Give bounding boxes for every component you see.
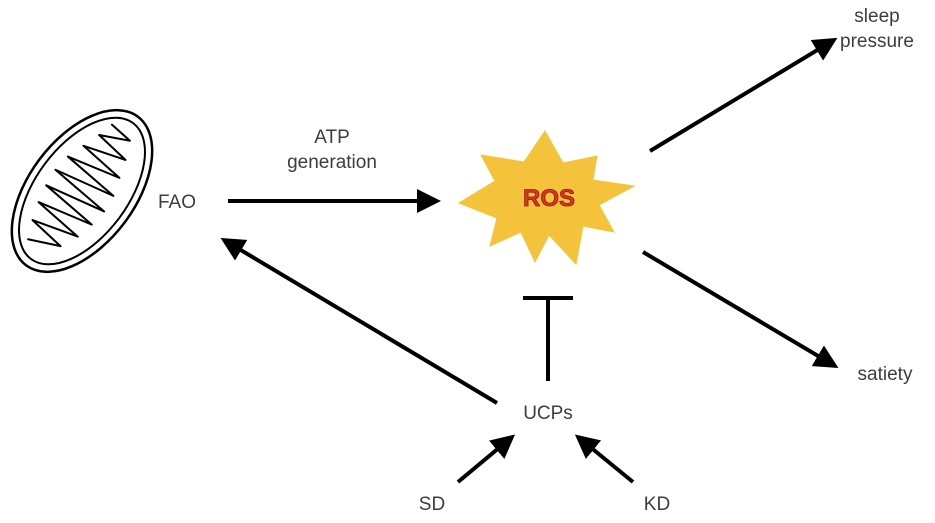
arrow-kd-to-ucps	[574, 434, 635, 484]
mitochondrion-icon	[10, 108, 154, 274]
arrow-ros-to-satiety	[641, 250, 839, 369]
fao-label: FAO	[158, 192, 196, 213]
atp-label-line2: generation	[287, 152, 377, 173]
arrow-ros-to-sleep-pressure	[648, 37, 838, 153]
kd-label: KD	[644, 494, 670, 515]
starburst-icon	[457, 130, 636, 266]
satiety-label: satiety	[858, 364, 913, 385]
ros-label: ROS	[523, 185, 575, 212]
sleep-pressure-label-line2: pressure	[840, 31, 914, 52]
arrow-sd-to-ucps	[456, 434, 516, 484]
arrow-ucps-to-fao	[220, 237, 499, 405]
ucps-label: UCPs	[523, 403, 573, 424]
atp-label-line1: ATP	[314, 127, 350, 148]
sd-label: SD	[419, 494, 445, 515]
sleep-pressure-label-line1: sleep	[854, 6, 899, 27]
